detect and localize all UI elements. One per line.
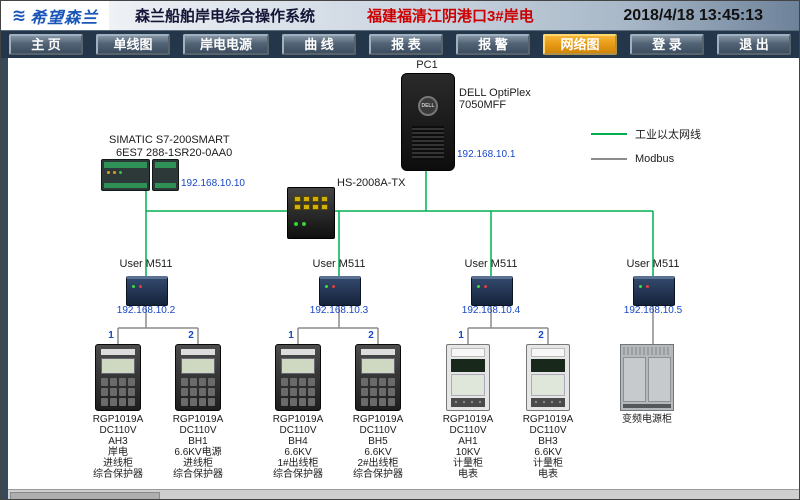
legend-item-ethernet: 工业以太网线	[591, 121, 701, 146]
legend-label: 工业以太网线	[635, 128, 701, 141]
app-title: 森兰船舶岸电综合操作系统	[135, 8, 316, 25]
relay-lcd	[281, 358, 315, 374]
plc-status-leds	[107, 171, 110, 174]
legend-item-modbus: Modbus	[591, 146, 701, 171]
protection-relay-image	[355, 344, 401, 411]
main-nav: 主 页 单线图 岸电电源 曲 线 报 表 报 警 网络图 登 录 退 出	[1, 31, 799, 58]
modbus-port-number: 1	[458, 330, 464, 341]
serial-server-ip: 192.168.10.4	[461, 305, 521, 316]
device-column: 变频电源柜	[602, 330, 692, 425]
serial-server-image	[471, 276, 513, 306]
wave-lines-icon: ≋	[11, 6, 27, 25]
serial-server-image	[126, 276, 168, 306]
nav-alarm-button[interactable]: 报 警	[456, 34, 530, 55]
serial-server-ip: 192.168.10.3	[309, 305, 369, 316]
pc-ip: 192.168.10.1	[457, 149, 516, 160]
device-label: RGP1019A DC110V BH5 6.6KV 2#出线柜 综合保护器	[352, 414, 404, 480]
pc-tower-image: DELL	[401, 73, 455, 171]
serial-server-image	[319, 276, 361, 306]
protection-relay-image	[95, 344, 141, 411]
nav-login-button[interactable]: 登 录	[630, 34, 704, 55]
pc-vents	[412, 126, 444, 160]
plc-expansion-module	[151, 159, 179, 191]
vfd-cabinet-image	[620, 344, 674, 411]
plc-cpu-module	[101, 159, 150, 191]
ethernet-switch-image	[287, 187, 335, 239]
switch-model: HS-2008A-TX	[337, 177, 406, 189]
modbus-port-number: 2	[368, 330, 374, 341]
m511-leds	[132, 285, 135, 288]
serial-server-name: User M511	[464, 258, 518, 270]
nav-curve-button[interactable]: 曲 线	[282, 34, 356, 55]
nav-network-diagram-button[interactable]: 网络图	[543, 34, 617, 55]
horizontal-scrollbar[interactable]	[8, 489, 799, 499]
device-column: 1 RGP1019A DC110V AH3 岸电 进线柜 综合保护器	[73, 330, 163, 480]
site-title: 福建福清江阴港口3#岸电	[367, 8, 534, 25]
legend: 工业以太网线 Modbus	[591, 121, 701, 171]
device-label: 变频电源柜	[622, 414, 672, 425]
nav-single-line-diagram-button[interactable]: 单线图	[96, 34, 170, 55]
relay-lcd	[361, 358, 395, 374]
serial-server-name: User M511	[119, 258, 173, 270]
device-label: RGP1019A DC110V BH4 6.6KV 1#出线柜 综合保护器	[272, 414, 324, 480]
meter-lcd	[451, 359, 485, 372]
brand-logo: ≋ 希望森兰	[1, 1, 109, 30]
serial-server-name: User M511	[312, 258, 366, 270]
modbus-line-swatch	[591, 157, 627, 160]
device-column: 2 RGP1019A DC110V BH3 6.6KV 计量柜 电表	[503, 330, 593, 480]
serial-server-name: User M511	[626, 258, 680, 270]
serial-server-ip: 192.168.10.5	[623, 305, 683, 316]
pc-name: PC1	[416, 59, 438, 71]
datetime-display: 2018/4/18 13:45:13	[623, 6, 763, 24]
plc-image	[101, 159, 179, 191]
serial-server-ip: 192.168.10.2	[116, 305, 176, 316]
nav-shore-power-button[interactable]: 岸电电源	[183, 34, 269, 55]
serial-server-image	[633, 276, 675, 306]
legend-label: Modbus	[635, 152, 675, 165]
device-label: RGP1019A DC110V BH3 6.6KV 计量柜 电表	[522, 414, 574, 480]
switch-status-leds	[294, 222, 298, 226]
ethernet-line-swatch	[591, 132, 627, 135]
scrollbar-thumb[interactable]	[10, 492, 160, 499]
protection-relay-image	[175, 344, 221, 411]
pc-model: DELL OptiPlex 7050MFF	[459, 87, 531, 111]
m511-leds	[325, 285, 328, 288]
device-label: RGP1019A DC110V BH1 6.6KV电源 进线柜 综合保护器	[172, 414, 224, 480]
modbus-port-number: 1	[108, 330, 114, 341]
device-column: 1 RGP1019A DC110V BH4 6.6KV 1#出线柜 综合保护器	[253, 330, 343, 480]
relay-lcd	[181, 358, 215, 374]
switch-ports	[294, 196, 328, 210]
protection-relay-image	[275, 344, 321, 411]
modbus-port-number: 2	[188, 330, 194, 341]
device-column: 1 RGP1019A DC110V AH1 10KV 计量柜 电表	[423, 330, 513, 480]
nav-exit-button[interactable]: 退 出	[717, 34, 791, 55]
energy-meter-image	[446, 344, 490, 411]
relay-lcd	[101, 358, 135, 374]
brand-logo-text: 希望森兰	[30, 9, 99, 27]
device-label: RGP1019A DC110V AH1 10KV 计量柜 电表	[442, 414, 494, 480]
device-label: RGP1019A DC110V AH3 岸电 进线柜 综合保护器	[92, 414, 144, 480]
modbus-port-number: 1	[288, 330, 294, 341]
modbus-port-number: 2	[538, 330, 544, 341]
device-column: 2 RGP1019A DC110V BH5 6.6KV 2#出线柜 综合保护器	[333, 330, 423, 480]
m511-leds	[639, 285, 642, 288]
left-edge-strip	[1, 58, 8, 499]
nav-report-button[interactable]: 报 表	[369, 34, 443, 55]
dell-logo-icon: DELL	[418, 96, 438, 116]
plc-part-number: 6ES7 288-1SR20-0AA0	[116, 147, 233, 159]
meter-lcd	[531, 359, 565, 372]
device-column: 2 RGP1019A DC110V BH1 6.6KV电源 进线柜 综合保护器	[153, 330, 243, 480]
plc-model: SIMATIC S7-200SMART	[109, 134, 230, 146]
plc-ip: 192.168.10.10	[181, 178, 245, 189]
header-bar: ≋ 希望森兰 森兰船舶岸电综合操作系统 福建福清江阴港口3#岸电 2018/4/…	[1, 1, 799, 31]
energy-meter-image	[526, 344, 570, 411]
nav-home-button[interactable]: 主 页	[9, 34, 83, 55]
m511-leds	[477, 285, 480, 288]
